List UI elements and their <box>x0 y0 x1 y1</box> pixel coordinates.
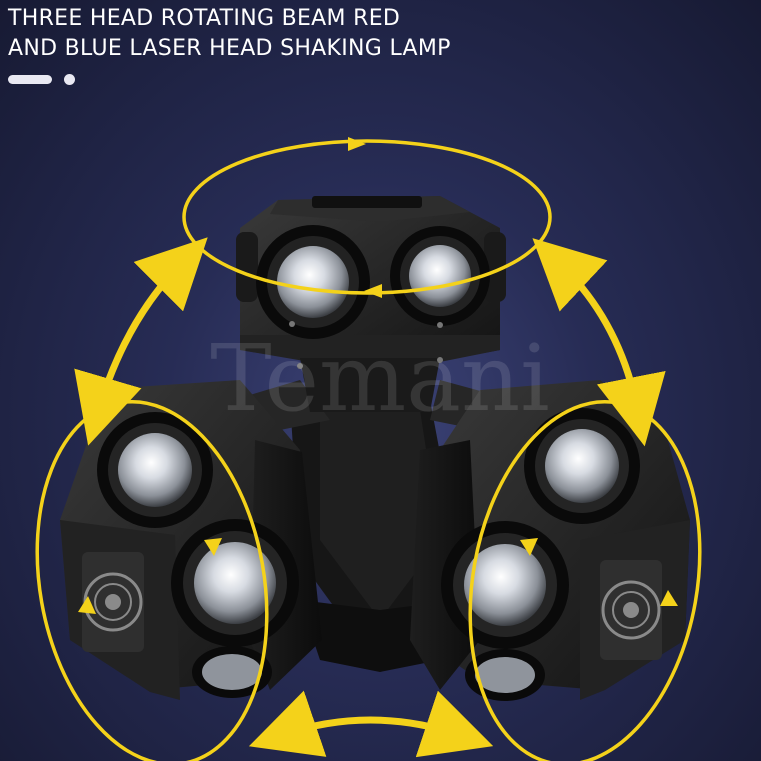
slide-indicator-dot <box>64 74 75 85</box>
right-bottom-lens <box>465 649 545 701</box>
right-head <box>410 380 690 701</box>
top-left-lens <box>256 225 370 339</box>
slide-indicator-active <box>8 75 52 84</box>
headline: THREE HEAD ROTATING BEAM RED AND BLUE LA… <box>8 4 451 64</box>
right-fan-grille <box>600 560 662 660</box>
left-fan-grille <box>82 552 144 652</box>
ellipse-arrowheads <box>78 137 678 614</box>
rotation-arrow-icon <box>74 237 666 758</box>
left-bottom-lens <box>192 646 272 698</box>
top-head <box>236 196 506 412</box>
center-base <box>250 380 495 672</box>
watermark-text: Temani <box>210 325 549 432</box>
headline-line-2: AND BLUE LASER HEAD SHAKING LAMP <box>8 36 451 61</box>
control-panel <box>312 196 422 208</box>
headline-line-1: THREE HEAD ROTATING BEAM RED <box>8 6 401 31</box>
top-right-lens <box>390 226 490 326</box>
left-lower-lens <box>171 519 299 647</box>
right-lower-lens <box>441 521 569 649</box>
